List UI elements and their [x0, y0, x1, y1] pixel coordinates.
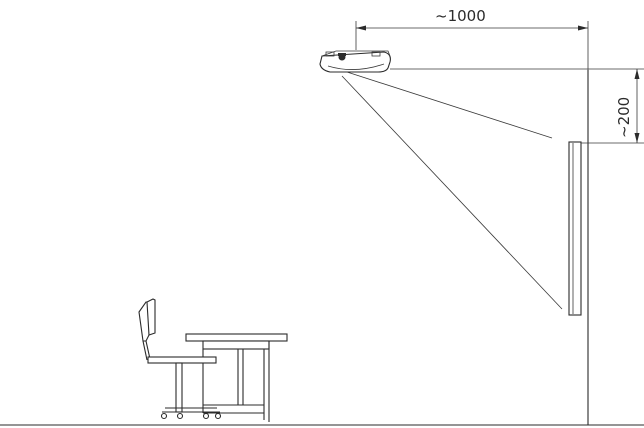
vertical-dimension-label: ~200	[615, 97, 633, 138]
vertical-dimension	[390, 68, 644, 144]
wall-screen	[568, 141, 582, 316]
projection-ray-top	[346, 71, 553, 139]
chair	[138, 298, 222, 420]
projection-ray-bottom	[341, 75, 563, 310]
horizontal-dimension-label: ~1000	[435, 7, 486, 25]
horizontal-dimension	[355, 21, 589, 70]
desk	[185, 333, 288, 422]
projector-icon	[319, 50, 391, 73]
